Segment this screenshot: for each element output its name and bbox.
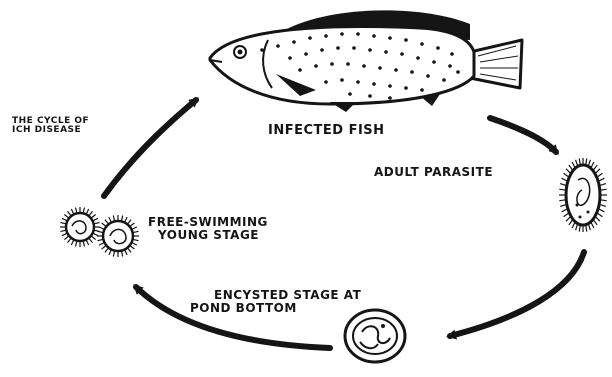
ich-spot	[340, 78, 344, 82]
ich-spot	[372, 82, 376, 86]
arrow-young-to-fish	[104, 100, 196, 196]
ich-spot	[442, 78, 446, 82]
label-encysted-line-1: ENCYSTED STAGE AT	[190, 289, 361, 302]
free-swimming-young-illustration	[60, 207, 139, 257]
ich-spot	[404, 38, 408, 42]
ich-spot	[320, 48, 324, 52]
ich-spot	[456, 70, 460, 74]
ich-spot	[340, 32, 344, 36]
label-free-swimming-line-2: YOUNG STAGE	[148, 229, 268, 242]
ich-spot	[352, 46, 356, 50]
ich-spot	[426, 74, 430, 78]
label-infected-fish: INFECTED FISH	[268, 124, 385, 138]
ich-spot	[298, 68, 302, 72]
ich-spot	[394, 68, 398, 72]
ich-spot	[368, 48, 372, 52]
arrow-adult-to-encysted	[450, 252, 584, 336]
ich-spot	[410, 70, 414, 74]
ich-spot	[384, 50, 388, 54]
ich-spot	[432, 60, 436, 64]
ich-spot	[292, 40, 296, 44]
ich-spot	[356, 80, 360, 84]
ich-spot	[308, 36, 312, 40]
ich-spot	[372, 34, 376, 38]
ich-spot	[378, 66, 382, 70]
arrow-fish-to-adult	[490, 118, 556, 152]
ich-spot	[276, 44, 280, 48]
ich-spot	[388, 84, 392, 88]
diagram-title: THE CYCLE OF ICH DISEASE	[12, 117, 89, 136]
ich-spot	[404, 86, 408, 90]
ich-spot	[336, 46, 340, 50]
ich-spot	[348, 92, 352, 96]
ich-spot	[346, 62, 350, 66]
label-free-swimming-line-1: FREE-SWIMMING	[148, 216, 268, 229]
ich-spot	[324, 34, 328, 38]
diagram-title-line-2: ICH DISEASE	[12, 126, 89, 135]
adult-parasite-illustration	[559, 158, 607, 232]
label-adult-parasite: ADULT PARASITE	[374, 166, 493, 179]
label-encysted-line-2: POND BOTTOM	[190, 302, 361, 315]
ich-spot	[356, 32, 360, 36]
ich-spot	[450, 52, 454, 56]
ich-spot	[388, 96, 392, 100]
ich-spot	[436, 46, 440, 50]
label-free-swimming: FREE-SWIMMING YOUNG STAGE	[148, 216, 268, 241]
ich-spot	[448, 64, 452, 68]
ich-spot	[388, 36, 392, 40]
label-encysted: ENCYSTED STAGE AT POND BOTTOM	[190, 289, 361, 314]
ich-spot	[368, 94, 372, 98]
ich-spot	[260, 48, 264, 52]
ich-spot	[304, 52, 308, 56]
encysted-cyst-illustration	[345, 310, 405, 362]
ich-spot	[324, 80, 328, 84]
ich-spot	[420, 88, 424, 92]
ich-spot	[288, 56, 292, 60]
infected-fish-illustration	[210, 10, 522, 112]
ich-spot	[416, 56, 420, 60]
ich-spot	[362, 64, 366, 68]
ich-spot	[330, 62, 334, 66]
ich-spot	[314, 64, 318, 68]
ich-spot	[400, 52, 404, 56]
ich-spot	[420, 42, 424, 46]
